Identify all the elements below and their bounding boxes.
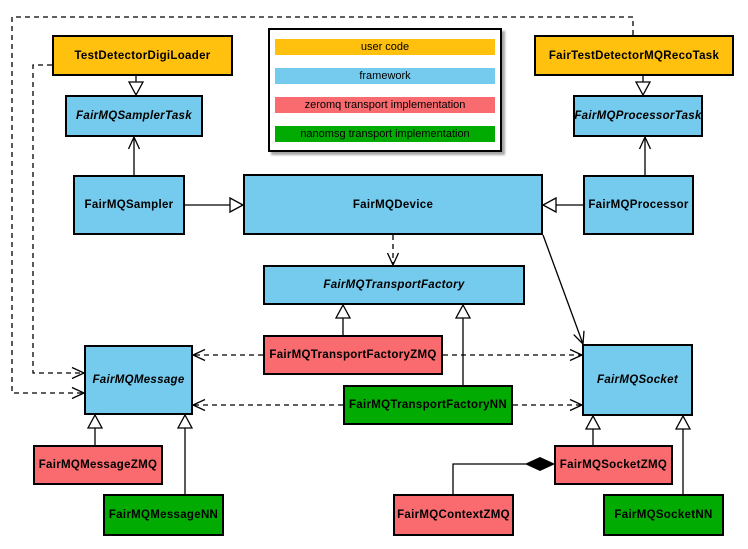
class-box-fairmqsampler: FairMQSampler	[73, 175, 185, 235]
edge-socketnn-socket	[674, 414, 692, 494]
class-box-fairmqsocket: FairMQSocket	[582, 344, 693, 416]
class-box-fairtestdetectormqrecotask: FairTestDetectorMQRecoTask	[534, 35, 734, 76]
edge-factorynn-factory	[454, 303, 472, 385]
class-box-fairmqprocessortask: FairMQProcessorTask	[573, 95, 703, 137]
edge-messagenn-message	[176, 413, 194, 494]
class-box-fairmqtransportfactory: FairMQTransportFactory	[263, 265, 525, 305]
class-box-fairmqmessagezmq: FairMQMessageZMQ	[33, 445, 163, 485]
edge-sampler-samplertask	[127, 135, 141, 175]
legend-label: nanomsg transport implementation	[300, 128, 470, 140]
edge-factoryzmq-message	[191, 348, 263, 362]
class-box-fairmqsocketnn: FairMQSocketNN	[603, 494, 724, 536]
edge-processor-device	[541, 196, 583, 214]
legend-item-zeromq: zeromq transport implementation	[275, 97, 495, 113]
legend-label: zeromq transport implementation	[304, 99, 466, 111]
edge-factoryzmq-factory	[334, 303, 352, 335]
legend-label: framework	[359, 70, 411, 82]
class-box-fairmqtransportfactoryzmq: FairMQTransportFactoryZMQ	[263, 335, 443, 375]
legend-item-framework: framework	[275, 68, 495, 84]
edge-factoryzmq-socket	[443, 348, 584, 362]
edge-device-factory	[386, 235, 400, 267]
class-box-fairmqprocessor: FairMQProcessor	[583, 175, 694, 235]
legend-label: user code	[360, 41, 410, 53]
legend-item-nanomsg: nanomsg transport implementation	[275, 126, 495, 142]
legend: user code framework zeromq transport imp…	[268, 28, 502, 152]
class-box-fairmqmessage: FairMQMessage	[84, 345, 193, 415]
class-box-fairmqsamplertask: FairMQSamplerTask	[65, 95, 203, 137]
edge-processor-processortask	[638, 135, 652, 175]
edge-factorynn-message	[191, 398, 343, 412]
edge-recotask-processortask	[634, 76, 652, 97]
class-box-fairmqsocketzmq: FairMQSocketZMQ	[554, 445, 673, 485]
edge-factorynn-socket	[513, 398, 584, 412]
class-box-fairmqcontextzmq: FairMQContextZMQ	[393, 494, 514, 536]
class-box-fairmqmessagenn: FairMQMessageNN	[103, 494, 224, 536]
edge-device-socket	[542, 234, 585, 345]
edge-socketzmq-socket	[584, 414, 602, 445]
class-box-testdetectordigiloader: TestDetectorDigiLoader	[52, 35, 233, 76]
edge-digiloader-samplertask	[127, 76, 145, 97]
class-box-fairmqtransportfactorynn: FairMQTransportFactoryNN	[343, 385, 513, 425]
edge-sampler-device	[185, 196, 245, 214]
edge-contextzmq-socketzmq	[452, 456, 556, 494]
class-box-fairmqdevice: FairMQDevice	[243, 174, 543, 235]
legend-item-user-code: user code	[275, 39, 495, 55]
edge-messagezmq-message	[86, 413, 104, 445]
